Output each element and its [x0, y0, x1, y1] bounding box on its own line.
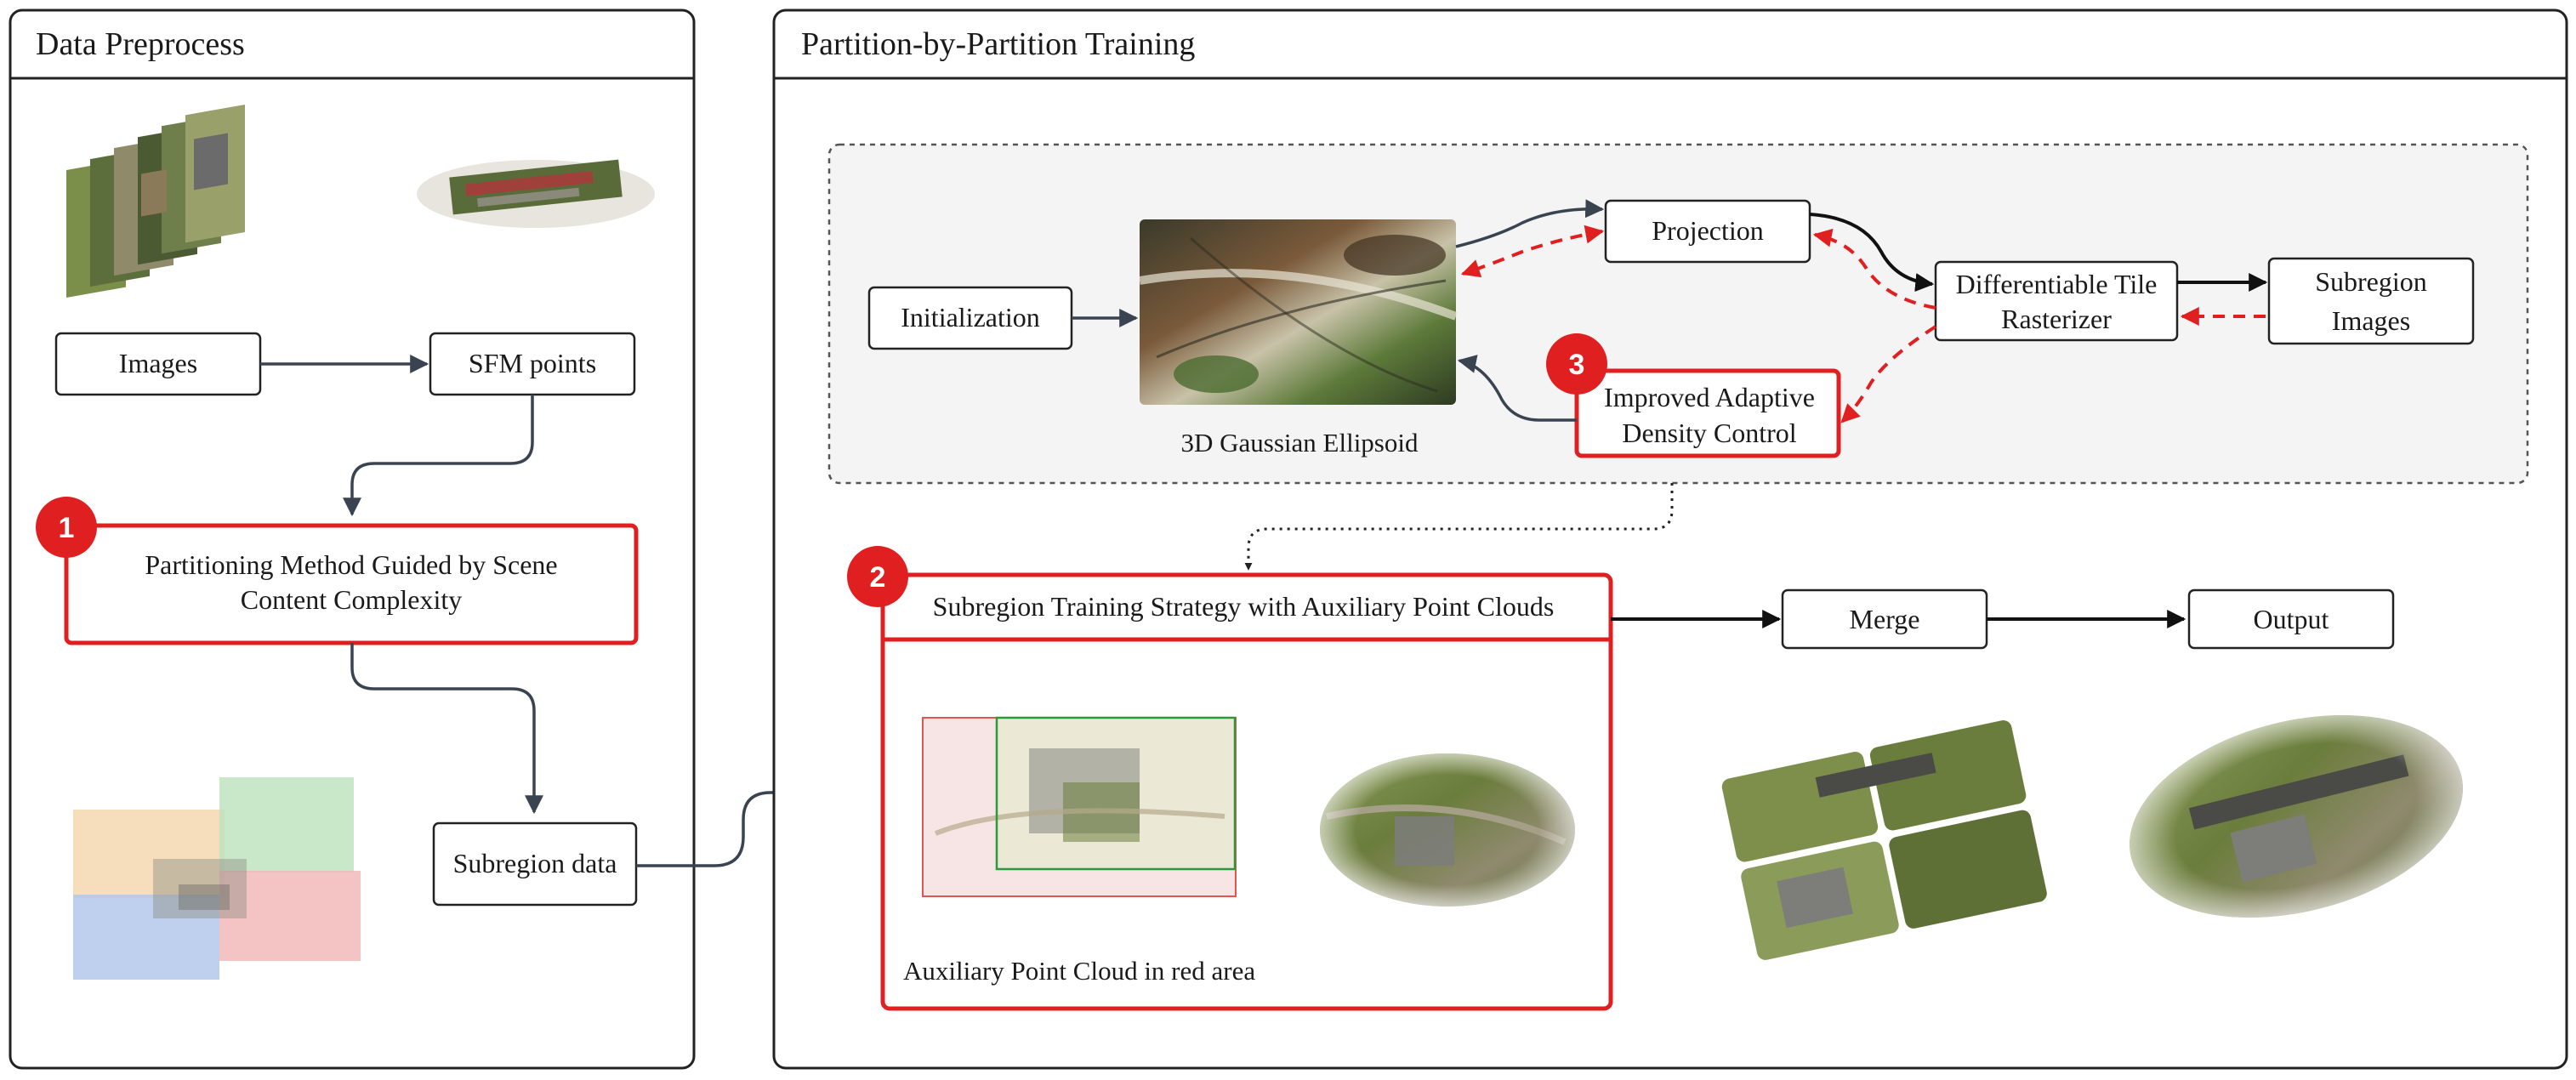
partitioning-to-subregion-arrow	[350, 643, 543, 815]
merge-node: Merge	[1781, 588, 1988, 650]
output-label: Output	[2254, 604, 2329, 634]
subregion-images-label-line2: Images	[2332, 305, 2410, 336]
auxiliary-point-cloud-image	[922, 716, 1237, 897]
partition-overlay-thumbnail	[73, 777, 361, 980]
gaussian-ellipsoid-image	[1139, 219, 1458, 405]
training-panel-title: Partition-by-Partition Training	[801, 26, 1195, 62]
projection-to-rasterizer-arrow	[1809, 213, 1935, 293]
density-to-gaussian-arrow	[1457, 355, 1577, 422]
subregion-result-image	[1320, 753, 1575, 907]
merged-tiles-image	[1721, 720, 2047, 960]
badge-3-number: 3	[1569, 349, 1585, 381]
partitioning-label-line1: Partitioning Method Guided by Scene	[145, 549, 557, 580]
rasterizer-label-line2: Rasterizer	[2001, 304, 2112, 334]
partitioning-method-node: Partitioning Method Guided by Scene Cont…	[64, 523, 639, 645]
sfm-points-node: SFM points	[429, 332, 636, 396]
density-control-label-line1: Improved Adaptive	[1604, 382, 1815, 412]
images-label: Images	[119, 348, 197, 378]
subregion-data-node: Subregion data	[432, 821, 638, 907]
badge-1-number: 1	[59, 512, 75, 544]
density-control-label-line2: Density Control	[1622, 418, 1796, 448]
subregion-data-label: Subregion data	[453, 848, 617, 878]
rasterizer-to-projection-gradient-arrow	[1812, 228, 1936, 310]
density-control-node: Improved Adaptive Density Control	[1574, 368, 1841, 458]
preprocess-panel-title: Data Preprocess	[36, 26, 245, 62]
projection-label: Projection	[1652, 215, 1764, 246]
subregion-images-node: Subregion Images	[2267, 257, 2475, 345]
subregion-images-label-line1: Subregion	[2315, 266, 2427, 297]
merge-label: Merge	[1850, 604, 1920, 634]
images-node: Images	[54, 332, 262, 396]
sfm-points-label: SFM points	[469, 348, 596, 378]
subregion-to-training-arrow	[636, 783, 879, 867]
partitioning-label-line2: Content Complexity	[241, 584, 462, 615]
rasterizer-label-line1: Differentiable Tile	[1956, 269, 2158, 299]
sfm-to-partitioning-arrow	[343, 395, 534, 517]
sfm-point-cloud-thumbnail	[417, 159, 655, 228]
initialization-label: Initialization	[901, 302, 1040, 333]
auxiliary-caption: Auxiliary Point Cloud in red area	[903, 956, 1255, 986]
image-stack-thumbnail	[66, 104, 245, 298]
initialization-node: Initialization	[867, 286, 1073, 350]
gaussian-caption: 3D Gaussian Ellipsoid	[1181, 428, 1419, 458]
training-strategy-label: Subregion Training Strategy with Auxilia…	[933, 591, 1555, 622]
badge-2: 2	[847, 546, 908, 607]
badge-2-number: 2	[870, 561, 886, 594]
badge-3: 3	[1546, 333, 1607, 395]
badge-1: 1	[36, 497, 97, 558]
output-node: Output	[2187, 588, 2395, 650]
projection-node: Projection	[1604, 199, 1811, 264]
rasterizer-to-density-gradient-arrow	[1840, 325, 1937, 423]
output-result-image	[2130, 715, 2463, 918]
rasterizer-node: Differentiable Tile Rasterizer	[1934, 260, 2179, 342]
projection-gaussian-gradient-arrow	[1460, 225, 1605, 278]
